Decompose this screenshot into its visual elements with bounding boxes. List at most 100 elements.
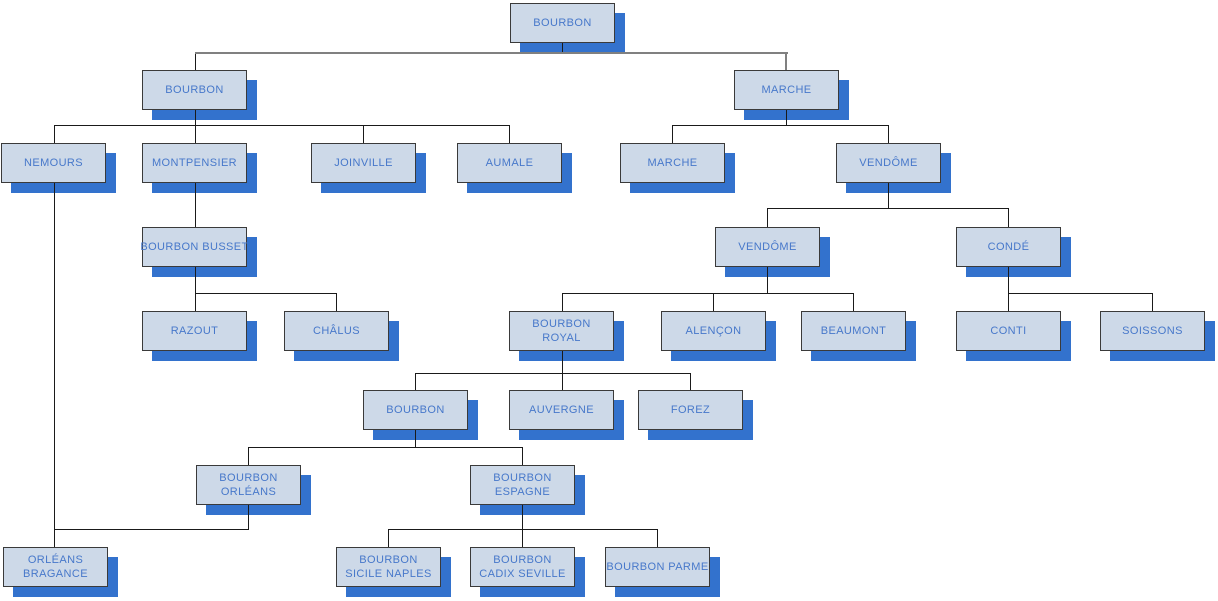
tree-node-label: ALENÇON [685,325,742,337]
tree-node-label: BOURBON PARME [606,561,709,573]
connector-line [195,54,196,70]
tree-node-marche-2: MARCHE [620,143,725,183]
tree-node-label: MONTPENSIER [151,157,238,169]
tree-node-label: BOURBON [359,554,418,566]
tree-node-orleans-bragance: ORLÉANS BRAGANCE [3,547,108,587]
connector-line [54,530,55,547]
connector-line [1008,209,1009,227]
tree-node-montpensier: MONTPENSIER [142,143,247,183]
connector-line [1152,294,1153,311]
tree-node-aumale: AUMALE [457,143,562,183]
tree-node-label: NEMOURS [23,157,84,169]
tree-node-bourbon-orleans: BOURBON ORLÉANS [196,465,301,505]
connector-line [562,43,563,53]
tree-node-label: ORLÉANS [220,486,277,498]
connector-line [195,183,196,227]
connector-line [248,447,523,448]
tree-node-chalus: CHÂLUS [284,311,389,351]
tree-node-bourbon-busset: BOURBON BUSSET [140,227,249,267]
connector-line [888,183,889,208]
tree-node-bourbon-1: BOURBON [142,70,247,110]
tree-node-label: BOURBON [493,554,552,566]
connector-line [522,448,523,465]
connector-line [672,126,673,143]
tree-node-bourbon-espagne: BOURBON ESPAGNE [470,465,575,505]
tree-node-bourbon-royal: BOURBON ROYAL [509,311,614,351]
connector-line [54,125,510,126]
connector-line [54,529,249,530]
tree-node-bourbon-cadix-seville: BOURBON CADIX SEVILLE [470,547,575,587]
tree-node-label: BOURBON [493,472,552,484]
connector-line [672,125,889,126]
connector-line [562,294,563,311]
tree-node-soissons: SOISSONS [1100,311,1205,351]
connector-line [888,126,889,143]
tree-node-label: RAZOUT [170,325,219,337]
connector-line [415,430,416,447]
tree-node-nemours: NEMOURS [1,143,106,183]
tree-node-vendome-1: VENDÔME [836,143,941,183]
connector-line [415,374,416,390]
tree-node-marche-1: MARCHE [734,70,839,110]
tree-node-alencon: ALENÇON [661,311,766,351]
connector-line [690,374,691,390]
connector-line [195,293,337,294]
connector-line [388,529,658,530]
connector-line [388,530,389,547]
connector-line [562,374,563,390]
tree-node-joinville: JOINVILLE [311,143,416,183]
tree-node-label: BEAUMONT [820,325,887,337]
connector-line [562,293,854,294]
connector-line [415,373,691,374]
tree-node-label: FOREZ [670,404,711,416]
tree-node-label: BOURBON [532,318,591,330]
tree-node-label: CONDÉ [987,241,1030,253]
tree-node-forez: FOREZ [638,390,743,430]
tree-node-bourbon-2: BOURBON [363,390,468,430]
connector-line [363,126,364,143]
connector-line [1008,294,1009,311]
connector-line [562,351,563,373]
connector-line-accent [785,54,787,70]
tree-node-bourbon-parme: BOURBON PARME [605,547,710,587]
tree-node-label: CONTI [990,325,1027,337]
connector-line [713,294,714,311]
tree-node-label: ROYAL [542,332,581,344]
tree-node-label: BOURBON BUSSET [140,241,249,253]
connector-line [195,110,196,125]
tree-node-beaumont: BEAUMONT [801,311,906,351]
connector-line [248,505,249,529]
tree-node-label: MARCHE [647,157,698,169]
connector-line [853,294,854,311]
connector-line [767,208,1009,209]
tree-node-label: BOURBON [533,17,592,29]
tree-node-label: BOURBON [219,472,278,484]
tree-node-label: SICILE NAPLES [345,568,432,580]
connector-line [336,294,337,311]
connector-line [786,110,787,125]
tree-node-label: CHÂLUS [312,325,361,337]
connector-line [1008,267,1009,293]
connector-line [54,126,55,143]
connector-line [509,126,510,143]
connector-line [195,267,196,293]
tree-node-label: BOURBON [386,404,445,416]
tree-node-label: BRAGANCE [23,568,88,580]
connector-line [522,530,523,547]
tree-node-conde: CONDÉ [956,227,1061,267]
tree-node-label: ORLÉANS [27,554,84,566]
tree-node-bourbon-root: BOURBON [510,3,615,43]
connector-line [522,505,523,529]
tree-node-label: JOINVILLE [334,157,393,169]
connector-line [767,267,768,293]
tree-node-label: CADIX SEVILLE [479,568,566,580]
connector-line [1008,293,1153,294]
tree-node-razout: RAZOUT [142,311,247,351]
connector-line [248,448,249,465]
tree-node-conti: CONTI [956,311,1061,351]
connector-line-accent [195,52,788,54]
tree-node-label: ESPAGNE [494,486,551,498]
tree-node-label: AUMALE [485,157,534,169]
tree-node-label: VENDÔME [859,157,918,169]
